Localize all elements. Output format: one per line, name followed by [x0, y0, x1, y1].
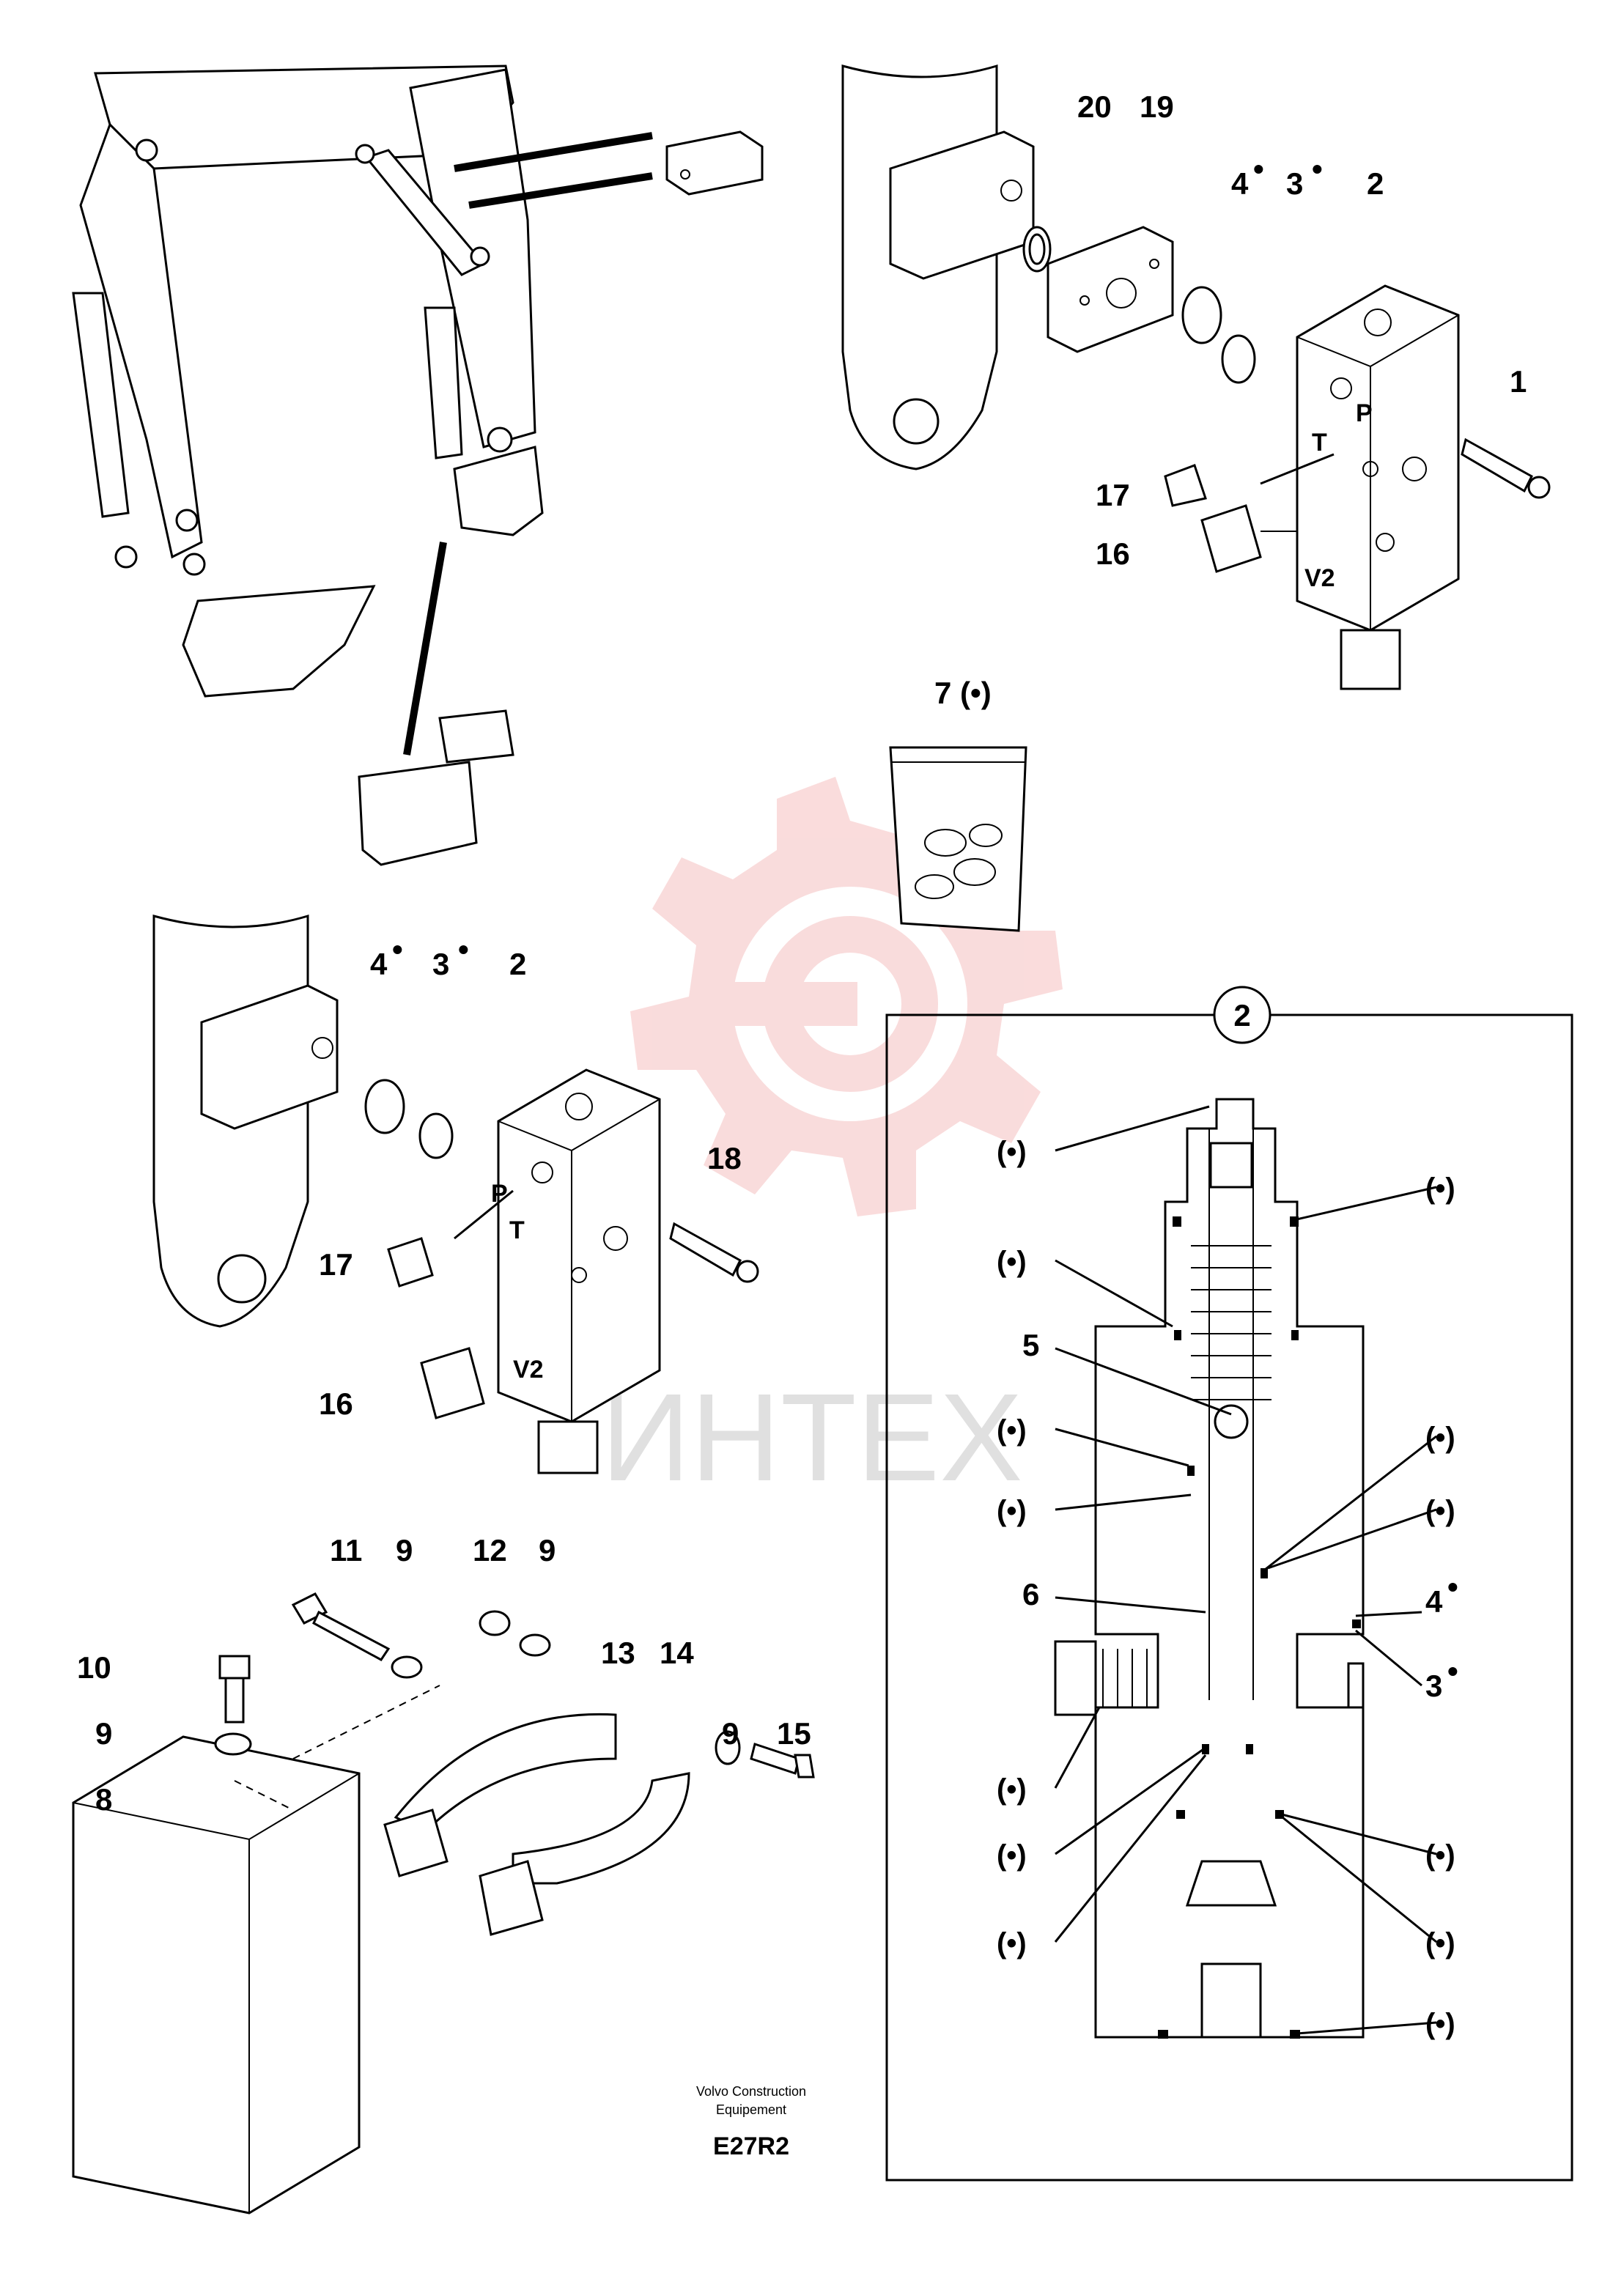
watermark-text: ИНТЕХ — [601, 1368, 1023, 1507]
callout-17-upper: 17 — [1096, 478, 1130, 512]
callout-1: 1 — [1510, 364, 1527, 399]
cylinder-upper — [841, 64, 1035, 470]
callout-3-upper: 3 — [1286, 166, 1303, 201]
seal-mark: (•) — [997, 1495, 1027, 1527]
callout-5: 5 — [1022, 1328, 1039, 1362]
part-1-cap-screw — [1461, 437, 1551, 499]
port-label-v2-middle: V2 — [513, 1356, 544, 1384]
drawing-code: E27R2 — [713, 2132, 789, 2160]
part-2-valve-middle: P T V2 — [491, 1068, 661, 1474]
seal-mark: (•) — [1425, 1839, 1455, 1872]
callout-7-seal-kit: 7 (•) — [934, 676, 992, 710]
publisher-line-2: Equipement — [716, 2102, 786, 2117]
seal-mark: (•) — [997, 1414, 1027, 1447]
part-9-washer-left — [214, 1732, 252, 1756]
callout-10: 10 — [77, 1650, 111, 1685]
part-14-clamp-half — [479, 1772, 690, 1936]
seal-mark: (•) — [997, 1136, 1027, 1168]
callout-9-bolt11: 9 — [396, 1533, 413, 1567]
detail-2-id: 2 — [1233, 998, 1250, 1033]
part-10-bolt — [218, 1655, 251, 1724]
bullet-4-detail: • — [1447, 1570, 1458, 1604]
callout-17-middle: 17 — [319, 1247, 353, 1282]
part-7-seal-kit-bag — [889, 746, 1027, 932]
part-3-back-up-ring-middle — [418, 1112, 454, 1159]
publisher-line-1: Volvo Construction — [696, 2084, 806, 2099]
part-17-plug-upper — [1164, 464, 1207, 507]
part-9-washer-12 — [519, 1633, 551, 1657]
bullet-3-middle: • — [458, 932, 469, 967]
part-4-o-ring-upper — [1181, 286, 1222, 344]
bullet-4-upper: • — [1253, 152, 1264, 186]
callout-18: 18 — [707, 1141, 742, 1175]
detail-leader-lines — [1054, 1105, 1437, 2035]
seal-mark: (•) — [1425, 1495, 1455, 1527]
cylinder-lower — [152, 914, 339, 1328]
callout-16-upper: 16 — [1096, 536, 1130, 571]
callout-11: 11 — [330, 1533, 362, 1567]
callout-2-middle: 2 — [509, 947, 526, 981]
callout-3-detail: 3 — [1425, 1669, 1442, 1703]
callout-19: 19 — [1140, 89, 1174, 124]
part-9-washer-11 — [391, 1655, 423, 1679]
port-label-p: P — [1356, 399, 1373, 427]
seal-mark: (•) — [997, 1246, 1027, 1278]
part-18-cap-screw — [669, 1222, 759, 1283]
callout-4-upper: 4 — [1231, 166, 1249, 201]
valve-cross-section — [1054, 1098, 1365, 2039]
callout-6: 6 — [1022, 1577, 1039, 1611]
bullet-3-detail: • — [1447, 1654, 1458, 1688]
part-16-plug-upper — [1200, 504, 1298, 573]
part-2-valve-upper: P T V2 — [1296, 284, 1460, 690]
part-13-clamp-half — [383, 1713, 617, 1877]
detail-2-badge — [1213, 986, 1271, 1044]
part-11-bolt — [291, 1592, 391, 1661]
port-label-t-middle: T — [509, 1216, 525, 1244]
excavator-arm-overview — [72, 64, 764, 866]
part-4-o-ring-middle — [364, 1079, 405, 1134]
port-label-p-middle: P — [491, 1180, 508, 1208]
callout-13: 13 — [601, 1636, 635, 1670]
seal-mark: (•) — [1425, 1422, 1455, 1454]
callout-2-upper: 2 — [1367, 166, 1384, 201]
seal-mark: (•) — [1425, 1172, 1455, 1205]
callout-4-middle: 4 — [370, 947, 388, 981]
port-label-v2: V2 — [1304, 564, 1335, 592]
callout-9-nut12: 9 — [539, 1533, 556, 1567]
callout-8: 8 — [95, 1782, 112, 1817]
seal-mark: (•) — [1425, 1927, 1455, 1960]
seal-mark: (•) — [1425, 2008, 1455, 2040]
callout-labels: 20 19 4 • 3 • 2 1 17 16 7 (•) 4 • 3 • 2 … — [77, 89, 1527, 1817]
part-8-valve-block — [72, 1735, 361, 2215]
seal-mark: (•) — [997, 1773, 1027, 1806]
callout-15: 15 — [777, 1716, 811, 1751]
seal-mark: (•) — [997, 1839, 1027, 1872]
part-15-bolt — [750, 1743, 815, 1779]
port-label-t: T — [1312, 429, 1327, 457]
callout-12: 12 — [473, 1533, 507, 1567]
callout-20: 20 — [1077, 89, 1112, 124]
part-19-flange-plate — [1047, 226, 1174, 353]
callout-16-middle: 16 — [319, 1386, 353, 1421]
part-9-washer-right — [715, 1730, 741, 1765]
callout-3-middle: 3 — [432, 947, 449, 981]
seal-mark: (•) — [997, 1927, 1027, 1960]
callout-4-detail: 4 — [1425, 1584, 1443, 1619]
callout-14: 14 — [660, 1636, 694, 1670]
part-17-plug-middle — [387, 1237, 434, 1288]
seal-marks: (•) (•) (•) (•) (•) (•) (•) (•) (•) (•) … — [997, 1136, 1455, 2040]
part-3-back-up-ring-upper — [1221, 334, 1256, 384]
bullet-3-upper: • — [1312, 152, 1323, 186]
bullet-4-middle: • — [392, 932, 403, 967]
part-12-nut — [479, 1610, 511, 1636]
callout-9-left: 9 — [95, 1716, 112, 1751]
callout-9-right: 9 — [722, 1716, 739, 1751]
part-16-plug-middle — [420, 1347, 485, 1419]
part-20-o-ring — [1022, 226, 1052, 273]
